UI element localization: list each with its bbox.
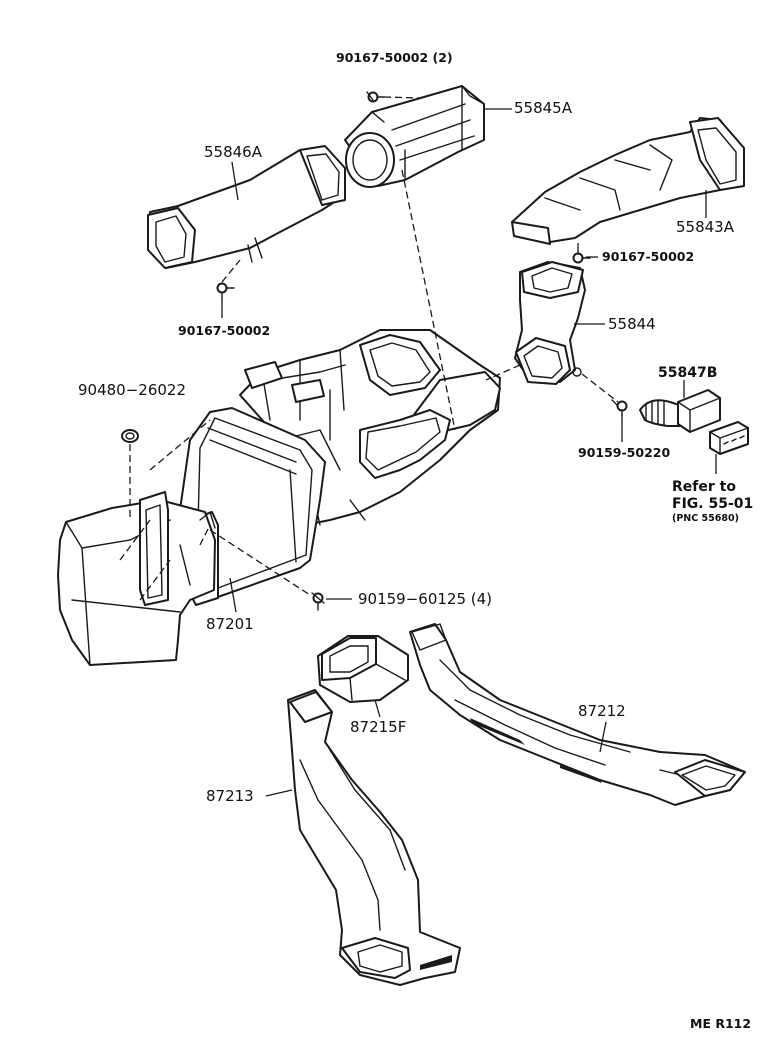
reference-line-3: (PNC 55680) (672, 513, 739, 524)
label-90167-50002-2: 90167-50002 (2) (336, 50, 453, 65)
duct-87212 (409, 623, 746, 806)
footer-code: ME R112 (690, 1016, 752, 1031)
label-87212: 87212 (578, 702, 626, 720)
screw-90167-50002-left (216, 282, 235, 301)
duct-55843a (511, 117, 745, 245)
label-90480-26022: 90480−26022 (78, 381, 187, 399)
screw-90159-50220 (611, 399, 628, 417)
label-55845a: 55845A (514, 99, 572, 117)
label-90159-60125: 90159−60125 (4) (358, 590, 493, 608)
duct-55845a (344, 85, 485, 188)
assembly-lines (119, 96, 619, 601)
duct-87215f (317, 635, 409, 703)
label-55843a: 55843A (676, 218, 734, 236)
label-87201: 87201 (206, 615, 254, 633)
screw-90167-50002-top (366, 91, 385, 103)
duct-87213 (287, 689, 461, 986)
leader-lines (221, 108, 717, 797)
connector-55680 (709, 421, 749, 455)
label-90159-50220: 90159-50220 (578, 445, 671, 460)
label-87215f: 87215F (350, 718, 407, 736)
label-87213: 87213 (206, 787, 254, 805)
label-55844: 55844 (608, 315, 656, 333)
duct-55846a (147, 145, 346, 269)
label-90167-50002-left: 90167-50002 (178, 323, 271, 338)
reference-line-1: Refer to (672, 479, 736, 495)
hose-55847b (639, 389, 721, 433)
screw-90167-50002-right (572, 249, 591, 264)
label-55846a: 55846A (204, 143, 262, 161)
duct-55844 (514, 261, 586, 385)
label-90167-50002-right: 90167-50002 (602, 249, 695, 264)
grommet-90480-26022 (121, 429, 139, 443)
label-55847b: 55847B (658, 365, 718, 381)
reference-line-2: FIG. 55-01 (672, 496, 754, 512)
screw-90159-60125 (311, 592, 325, 611)
blower-case (57, 491, 216, 666)
